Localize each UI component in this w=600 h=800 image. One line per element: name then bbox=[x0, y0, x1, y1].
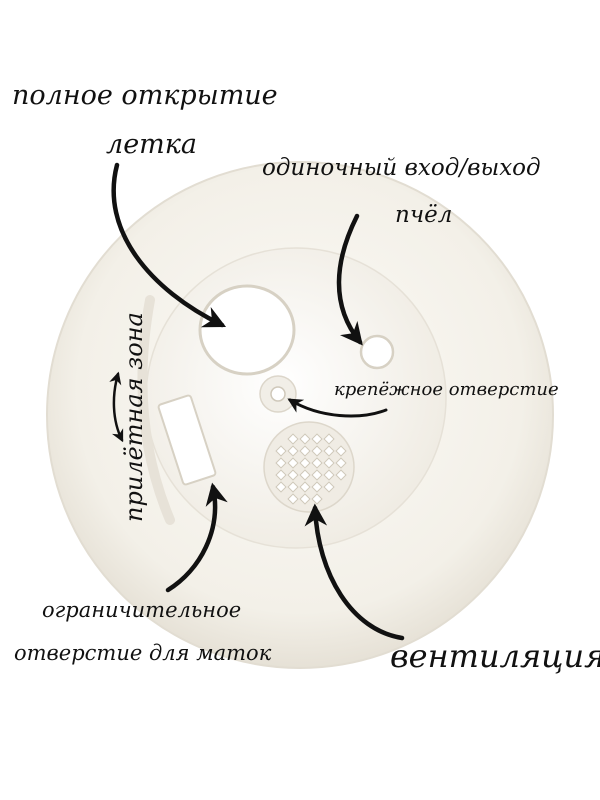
vent-hole bbox=[299, 457, 311, 469]
vent-hole bbox=[287, 433, 299, 445]
disc-shadow-edge bbox=[137, 295, 175, 525]
vent-hole bbox=[323, 445, 335, 457]
vent-hole bbox=[299, 493, 311, 505]
vent-hole bbox=[287, 481, 299, 493]
vent-hole bbox=[335, 445, 347, 457]
ventilation-grille bbox=[263, 421, 355, 513]
full-opening-hole bbox=[198, 284, 296, 376]
label-full-opening-2: летка bbox=[106, 129, 197, 160]
label-queen-excluder-2: отверстие для маток bbox=[14, 641, 272, 665]
label-mount-hole: крепёжное отверстие bbox=[334, 379, 559, 400]
vent-hole bbox=[323, 457, 335, 469]
arrow-queen-excluder bbox=[165, 482, 228, 593]
vent-hole bbox=[299, 481, 311, 493]
label-full-opening-1: полное открытие bbox=[12, 80, 278, 111]
vent-hole bbox=[311, 433, 323, 445]
vent-hole bbox=[275, 457, 287, 469]
vent-hole bbox=[323, 481, 335, 493]
vent-hole bbox=[287, 469, 299, 481]
arrow-landing-zone bbox=[109, 371, 124, 443]
vent-hole bbox=[335, 457, 347, 469]
entrance-disc bbox=[46, 161, 554, 669]
arrows bbox=[109, 162, 405, 641]
vent-hole bbox=[275, 445, 287, 457]
mount-hole bbox=[270, 386, 286, 402]
arrow-single-entry bbox=[336, 213, 363, 346]
label-ventilation: вентиляция bbox=[390, 637, 600, 675]
vent-hole bbox=[287, 445, 299, 457]
vent-hole bbox=[311, 469, 323, 481]
vent-hole bbox=[311, 493, 323, 505]
vent-hole bbox=[299, 433, 311, 445]
vent-hole bbox=[287, 457, 299, 469]
vent-hole bbox=[311, 481, 323, 493]
single-entry-hole bbox=[359, 334, 395, 370]
arrow-mount-hole bbox=[287, 398, 388, 418]
arrow-ventilation bbox=[304, 503, 405, 641]
vent-hole bbox=[335, 469, 347, 481]
vent-hole bbox=[299, 469, 311, 481]
vent-hole bbox=[311, 457, 323, 469]
vent-hole bbox=[275, 469, 287, 481]
queen-excluder-slot bbox=[157, 394, 217, 486]
label-queen-excluder-1: ограничительное bbox=[42, 598, 241, 622]
label-single-entry-1: одиночный вход/выход bbox=[262, 155, 541, 181]
label-single-entry-2: пчёл bbox=[395, 202, 452, 228]
label-landing-zone: прилётная зона bbox=[120, 312, 148, 522]
vent-hole bbox=[323, 469, 335, 481]
arrow-full-opening bbox=[111, 162, 227, 328]
vent-hole bbox=[323, 433, 335, 445]
vent-hole bbox=[275, 481, 287, 493]
vent-hole bbox=[311, 445, 323, 457]
vent-hole bbox=[287, 493, 299, 505]
vent-hole bbox=[299, 445, 311, 457]
